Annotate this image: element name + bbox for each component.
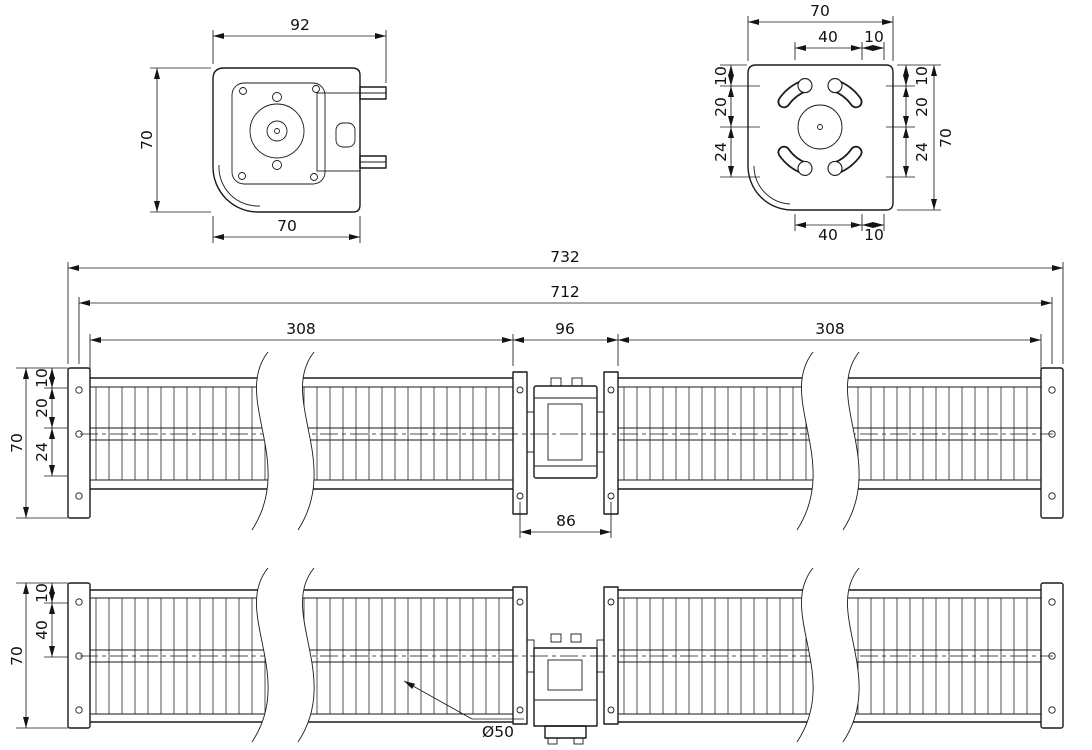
- end-plate-right: [1040, 582, 1064, 729]
- bearing-boss: [249, 92, 305, 170]
- end-view-right-dims: 70 40 10 10 20 24: [712, 2, 955, 244]
- mounting-slots: [777, 78, 863, 176]
- motor-plate: [231, 82, 326, 185]
- dim-right-24: 24: [913, 142, 931, 162]
- dim-top-10: 10: [864, 28, 884, 46]
- dim-40: 40: [33, 620, 51, 640]
- dim-width-70: 70: [277, 217, 297, 235]
- dim-right-20: 20: [913, 97, 931, 117]
- side-view-top: 732 712 308 96 308 86: [8, 248, 1064, 538]
- dim-10: 10: [33, 368, 51, 388]
- corner-holes: [238, 85, 320, 181]
- scroll-inner-arc: [753, 165, 791, 205]
- dim-diameter-50: Ø50: [482, 723, 514, 741]
- dim-height-70: 70: [138, 130, 156, 150]
- dim-96: 96: [555, 320, 575, 338]
- dim-308-right: 308: [815, 320, 845, 338]
- end-plate-left: [67, 582, 91, 729]
- center-motor-section: [512, 371, 619, 515]
- fan-blades-left: [95, 387, 500, 480]
- dim-24: 24: [33, 442, 51, 462]
- dim-732: 732: [550, 248, 580, 266]
- dim-left-10: 10: [712, 66, 730, 86]
- dim-308-left: 308: [286, 320, 316, 338]
- dim-712: 712: [550, 283, 580, 301]
- break-left: [251, 351, 315, 531]
- break-right: [796, 567, 860, 743]
- fan-blades-right: [623, 387, 1028, 480]
- center-motor-section: [512, 586, 619, 745]
- dim-70-height: 70: [8, 433, 26, 453]
- dim-right-70: 70: [937, 128, 955, 148]
- dim-top-70: 70: [810, 2, 830, 20]
- side-view-top-dims: 732 712 308 96 308 86: [8, 248, 1064, 538]
- fan-body-lines: [90, 377, 1041, 490]
- break-left: [251, 567, 315, 743]
- end-view-left: 92 70 70: [138, 16, 387, 243]
- shaft-bore: [797, 104, 843, 150]
- dim-top-40: 40: [818, 28, 838, 46]
- end-view-left-dims: 92 70 70: [138, 16, 387, 243]
- dim-70-height: 70: [8, 646, 26, 666]
- dim-bottom-40: 40: [818, 226, 838, 244]
- dim-left-20: 20: [712, 97, 730, 117]
- end-view-right: 70 40 10 10 20 24: [712, 2, 955, 244]
- scroll-inner-arc: [218, 164, 261, 207]
- dim-10: 10: [33, 583, 51, 603]
- dim-86: 86: [556, 512, 576, 530]
- dim-left-24: 24: [712, 142, 730, 162]
- dim-bottom-10: 10: [864, 226, 884, 244]
- side-view-bottom: 10 40 70 Ø50: [8, 567, 1064, 745]
- end-plate-left: [67, 367, 91, 519]
- side-view-bottom-dims: 10 40 70 Ø50: [8, 582, 524, 741]
- break-right: [796, 351, 860, 531]
- dim-width-92: 92: [290, 16, 310, 34]
- leader-line: [403, 680, 473, 720]
- dim-right-10: 10: [913, 66, 931, 86]
- dim-20: 20: [33, 398, 51, 418]
- side-bracket: [316, 86, 387, 172]
- end-plate-right: [1040, 367, 1064, 519]
